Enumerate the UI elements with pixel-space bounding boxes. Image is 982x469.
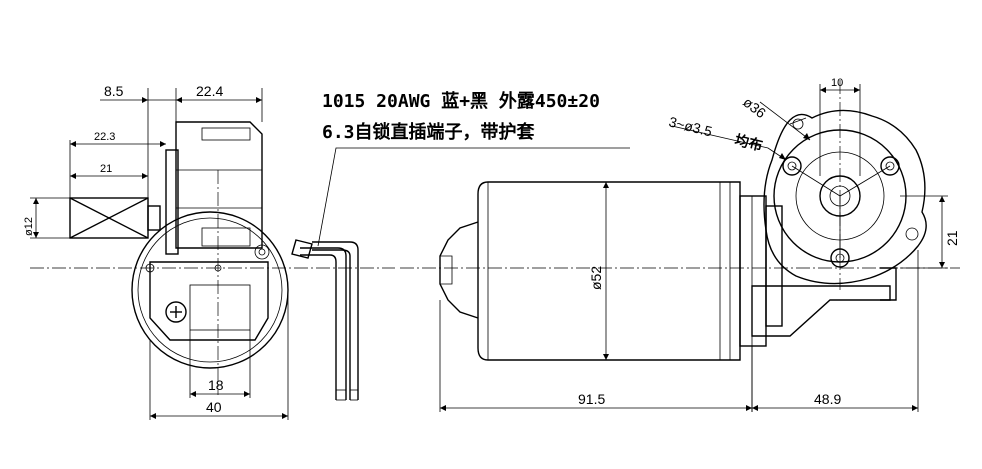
dim-d36: ø36 xyxy=(740,94,769,122)
terminal-spec-note: 6.3自锁直插端子，带护套 xyxy=(322,121,535,143)
dim-d12: ø12 xyxy=(23,217,35,236)
dim-22-4: 22.4 xyxy=(196,83,223,99)
dim-22-3: 22.3 xyxy=(94,131,115,143)
dim-91-5: 91.5 xyxy=(578,391,605,407)
wire-spec-note: 1015 20AWG 蓝+黑 外露450±20 xyxy=(322,90,600,112)
dim-10: 10 xyxy=(831,77,843,89)
gearhead-end-view: 10 ø36 3~ø3.5 均布 21 48.9 xyxy=(667,77,960,412)
side-view: 8.5 22.4 22.3 21 ø12 18 xyxy=(23,83,630,420)
dim-3-holes: 3~ø3.5 xyxy=(667,113,714,139)
front-view: ø52 91.5 xyxy=(400,181,960,412)
dim-d52: ø52 xyxy=(588,266,604,290)
dim-48-9: 48.9 xyxy=(814,391,841,407)
dim-21-left: 21 xyxy=(100,163,112,175)
dim-21-right: 21 xyxy=(944,230,960,246)
dim-40: 40 xyxy=(206,399,222,415)
dim-3-holes-label: 均布 xyxy=(733,131,764,154)
dim-18: 18 xyxy=(208,377,224,393)
dim-8-5: 8.5 xyxy=(104,83,124,99)
